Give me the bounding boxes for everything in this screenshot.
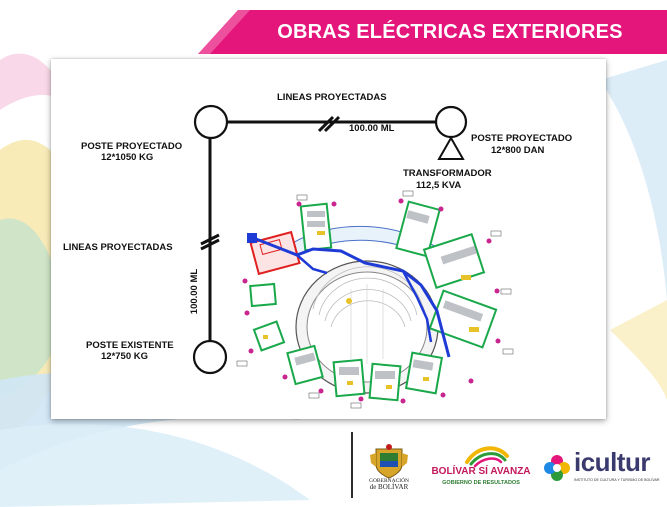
label-poste-left-title: POSTE PROYECTADO	[81, 141, 183, 152]
page-title: OBRAS ELÉCTRICAS EXTERIORES	[277, 21, 623, 43]
label-poste-exist-title: POSTE EXISTENTE	[86, 340, 174, 351]
pole-existing-icon	[192, 339, 228, 375]
gobernacion-text: GOBERNACIÓN de BOLÍVAR	[362, 478, 416, 491]
label-poste-exist-spec: 12*750 KG	[101, 351, 149, 362]
label-poste-left-spec: 12*1050 KG	[101, 152, 154, 163]
gobernacion-crest-icon	[370, 444, 408, 479]
pole-projected-right-icon	[434, 105, 468, 139]
electrical-diagram	[192, 104, 514, 409]
bolivar-avanza-logo-icon	[465, 446, 509, 468]
title-banner	[198, 10, 667, 54]
bolivar-avanza-text: BOLÍVAR SÍ AVANZA	[431, 466, 531, 477]
bolivar-avanza-subtitle: GOBIERNO DE RESULTADOS	[442, 480, 520, 486]
icultur-flower-icon	[544, 455, 570, 481]
footer-divider	[351, 432, 353, 498]
pole-projected-left-icon	[193, 104, 229, 140]
transformer-icon	[437, 135, 465, 160]
label-lineas-proyectadas-top: LINEAS PROYECTADAS	[277, 92, 387, 103]
label-lineas-proyectadas-left: LINEAS PROYECTADAS	[63, 242, 173, 253]
label-poste-right-title: POSTE PROYECTADO	[471, 133, 573, 144]
diagram-frame: LINEAS PROYECTADAS 100.00 ML POSTE PROYE…	[51, 59, 606, 419]
label-distance-left: 100.00 ML	[189, 268, 201, 315]
line-break-marker-top	[317, 115, 335, 133]
icultur-text: icultur	[574, 447, 650, 477]
line-break-marker-left	[200, 233, 220, 246]
feeder-wire-main	[250, 235, 451, 358]
gobernacion-line1: GOBERNACIÓN	[368, 478, 410, 484]
label-distance-top: 100.00 ML	[349, 123, 395, 134]
gobernacion-line2: de BOLÍVAR	[369, 483, 409, 491]
label-poste-right-spec: 12*800 DAN	[491, 145, 545, 156]
label-transformer-spec: 112,5 KVA	[416, 180, 462, 191]
label-transformer-title: TRANSFORMADOR	[403, 168, 492, 179]
icultur-subtitle: INSTITUTO DE CULTURA Y TURISMO DE BOLÍVA…	[574, 478, 660, 482]
facility-plan	[236, 190, 514, 409]
